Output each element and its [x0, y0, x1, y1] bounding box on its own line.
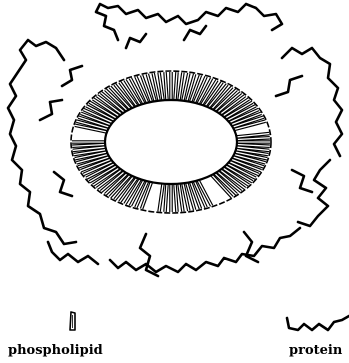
protein-chain [292, 170, 312, 192]
phospholipid-molecule [175, 184, 177, 212]
phospholipid-molecule [237, 138, 270, 140]
phospholipid-shell [71, 71, 271, 213]
protein-chain [184, 26, 206, 40]
protein-chain [244, 232, 258, 262]
phospholipid-molecule [175, 72, 177, 100]
protein-chain [40, 100, 62, 120]
protein-chain [126, 34, 146, 48]
protein-chain [282, 48, 342, 156]
protein-chain [54, 172, 72, 196]
protein-chain [62, 66, 82, 86]
protein-chain [48, 242, 98, 264]
protein-chain [140, 234, 158, 276]
protein-chain [110, 228, 300, 272]
protein-legend-glyph [287, 316, 349, 330]
protein-chain [8, 40, 76, 244]
protein-chain [96, 4, 282, 40]
core-outline [105, 100, 237, 184]
protein-chain [276, 76, 302, 96]
phospholipid-molecule [165, 184, 167, 212]
legend-label-protein: protein [289, 344, 342, 357]
legend-label-phospholipid: phospholipid [8, 344, 103, 357]
protein-chain [298, 160, 330, 226]
phospholipid-legend-glyph [70, 312, 75, 330]
legend-glyphs [70, 312, 349, 330]
phospholipid-molecule [72, 145, 105, 147]
phospholipid-molecule [159, 184, 163, 212]
phospholipid-molecule [165, 72, 167, 100]
protein-chains [8, 4, 342, 276]
